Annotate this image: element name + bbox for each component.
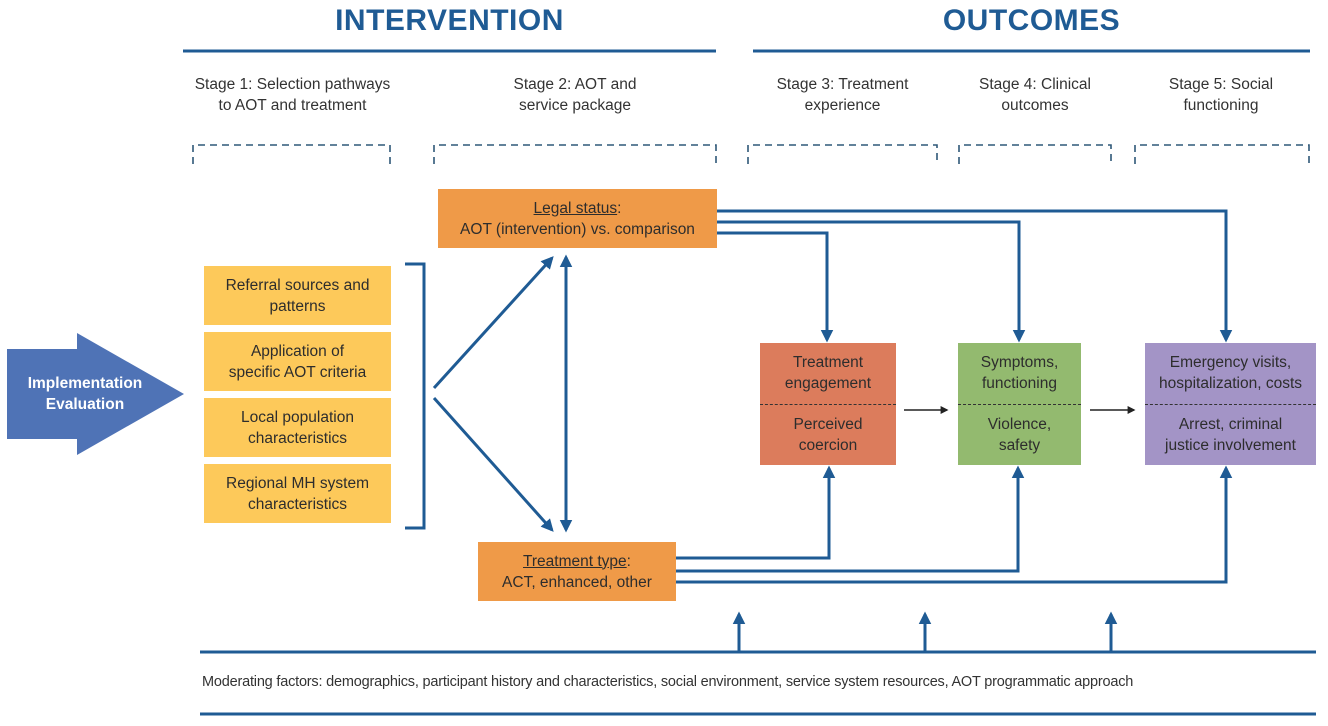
legal-to-stage4-line [716,220,1026,343]
stage-3-label: Stage 3: Treatment experience [745,74,940,116]
emergency-line1: Emergency visits, [1169,354,1292,372]
arrest-section: Arrest, criminal justice involvement [1145,405,1316,466]
factor-2-line1: Application of [250,342,345,360]
stage5-bracket [1134,144,1310,164]
factor-local-population: Local population characteristics [204,398,391,457]
symptoms-section: Symptoms, functioning [958,343,1081,405]
treatment-to-stage3-line [676,465,836,560]
legal-status-box: Legal status: AOT (intervention) vs. com… [438,189,717,248]
treatment-engagement-section: Treatment engagement [760,343,896,405]
legal-to-stage5-line [716,209,1233,343]
symptoms-line1: Symptoms, [980,354,1059,372]
stage-2-label: Stage 2: AOT and service package [475,74,675,116]
stage-3-line2: experience [804,97,881,114]
stage-3-line1: Stage 3: Treatment [776,76,909,93]
arrow-to-legal-status [432,256,554,390]
factor-2-line2: specific AOT criteria [228,363,367,381]
clinical-outcomes-box: Symptoms, functioning Violence, safety [958,343,1081,465]
stage-5-label: Stage 5: Social functioning [1130,74,1312,116]
selection-bracket [405,262,426,530]
moderating-factors-text: Moderating factors: demographics, partic… [202,674,1134,690]
treatment-to-stage5-line [676,465,1233,584]
stage3-bracket [747,144,938,164]
factor-1-line1: Referral sources and [225,276,370,294]
legal-status-label: Legal status [533,199,618,217]
legal-status-colon: : [617,199,622,217]
factor-3-line1: Local population [241,408,354,426]
social-functioning-box: Emergency visits, hospitalization, costs… [1145,343,1316,465]
implementation-line1: Implementation [27,375,143,392]
implementation-line2: Evaluation [45,396,125,413]
stage-4-label: Stage 4: Clinical outcomes [945,74,1125,116]
stage-5-line1: Stage 5: Social [1168,76,1274,93]
emergency-line2: hospitalization, costs [1158,375,1303,393]
stage-2-line1: Stage 2: AOT and [513,76,637,93]
arrest-line2: justice involvement [1165,436,1296,454]
violence-line2: safety [998,436,1041,454]
factor-1-line2: patterns [269,297,326,315]
stage4-bracket [958,144,1112,164]
implementation-arrow-shape [7,333,184,455]
symptoms-line2: functioning [982,375,1057,393]
factor-referral-sources: Referral sources and patterns [204,266,391,325]
factor-4-line1: Regional MH system [226,474,369,492]
perceived-coercion-section: Perceived coercion [760,405,896,466]
treatment-type-value: ACT, enhanced, other [502,573,652,591]
stage-5-line2: functioning [1183,97,1259,114]
arrest-line1: Arrest, criminal [1178,415,1283,433]
factor-3-line2: characteristics [247,429,348,447]
violence-line1: Violence, [987,415,1052,433]
treatment-type-box: Treatment type: ACT, enhanced, other [478,542,676,601]
engagement-line2: engagement [784,375,872,393]
violence-section: Violence, safety [958,405,1081,466]
intervention-header: INTERVENTION [335,4,564,37]
stage-4-line1: Stage 4: Clinical [978,76,1091,93]
stage-1-label: Stage 1: Selection pathways to AOT and t… [175,74,410,116]
factor-regional-mh-system: Regional MH system characteristics [204,464,391,523]
stage2-bracket [433,144,717,164]
legal-to-stage3-line [716,231,834,343]
stage-1-line2: to AOT and treatment [218,97,367,114]
emergency-section: Emergency visits, hospitalization, costs [1145,343,1316,405]
arrow-to-treatment-type [432,397,554,532]
stage-2-line2: service package [518,97,631,114]
coercion-line1: Perceived [793,415,863,433]
coercion-line2: coercion [798,436,858,454]
outcomes-header: OUTCOMES [942,4,1121,37]
factor-4-line2: characteristics [247,495,348,513]
engagement-line1: Treatment [792,354,864,372]
factor-aot-criteria: Application of specific AOT criteria [204,332,391,391]
treatment-to-stage4-line [676,465,1025,573]
implementation-evaluation-label: Implementation Evaluation [10,373,160,415]
treatment-type-label: Treatment type [523,552,627,570]
treatment-experience-box: Treatment engagement Perceived coercion [760,343,896,465]
stage-1-line1: Stage 1: Selection pathways [194,76,391,93]
legal-status-value: AOT (intervention) vs. comparison [460,220,695,238]
treatment-type-colon: : [626,552,631,570]
stage-4-line2: outcomes [1001,97,1069,114]
stage1-bracket [192,144,391,164]
